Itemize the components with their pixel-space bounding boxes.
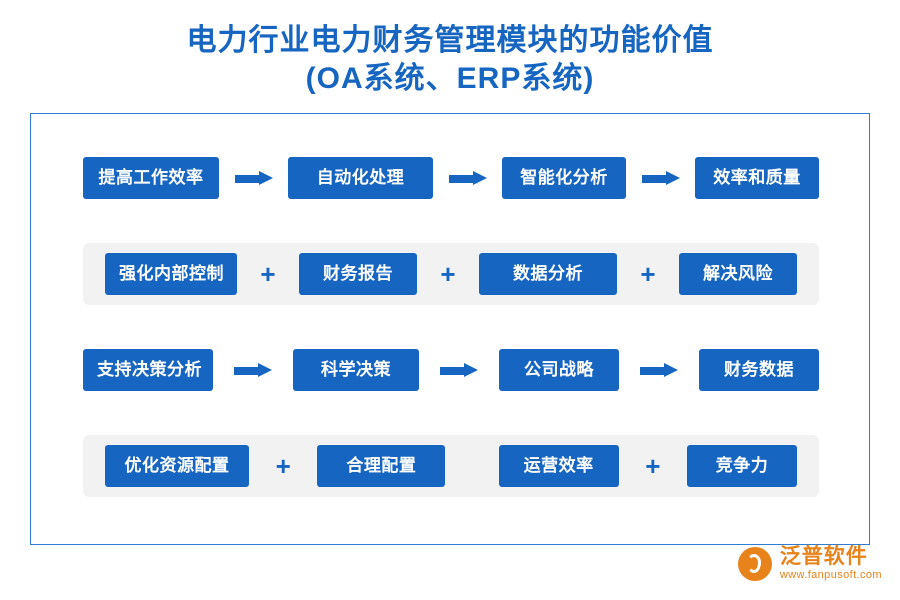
plus-icon: + [645, 451, 661, 481]
node-row2-1[interactable]: 强化内部控制 [105, 253, 237, 295]
title-line-2: (OA系统、ERP系统) [305, 62, 595, 95]
node-row1-3[interactable]: 智能化分析 [502, 157, 626, 199]
plus-icon: + [440, 259, 456, 289]
arrow-right-icon [640, 363, 678, 377]
connector-row4-3: + [619, 453, 687, 479]
connector-row3-1 [213, 363, 293, 377]
plus-icon: + [640, 259, 656, 289]
flame-icon [737, 547, 772, 582]
node-row1-2[interactable]: 自动化处理 [288, 157, 433, 199]
arrow-right-icon [440, 363, 478, 377]
node-row2-3[interactable]: 数据分析 [479, 253, 617, 295]
node-row4-4[interactable]: 竞争力 [686, 445, 797, 487]
diagram-row-1: 提高工作效率 自动化处理 智能化分析 效率和质量 [83, 147, 819, 209]
connector-row2-1: + [237, 261, 299, 287]
logo-url: www.fanpusoft.com [779, 569, 882, 582]
node-row3-4[interactable]: 财务数据 [699, 349, 819, 391]
connector-row4-1: + [249, 453, 317, 479]
node-row2-2[interactable]: 财务报告 [299, 253, 417, 295]
node-row3-1[interactable]: 支持决策分析 [83, 349, 213, 391]
arrow-right-icon [234, 363, 272, 377]
logo-name: 泛普软件 [779, 545, 868, 569]
node-row4-3[interactable]: 运营效率 [498, 445, 619, 487]
diagram-frame: 提高工作效率 自动化处理 智能化分析 效率和质量 强化内部控制 + 财务报告 +… [30, 113, 870, 545]
node-row1-1[interactable]: 提高工作效率 [83, 157, 219, 199]
node-row4-2[interactable]: 合理配置 [317, 445, 446, 487]
node-row2-4[interactable]: 解决风险 [679, 253, 797, 295]
node-row4-1[interactable]: 优化资源配置 [105, 445, 249, 487]
node-row1-4[interactable]: 效率和质量 [695, 157, 819, 199]
connector-row1-3 [626, 171, 695, 185]
diagram-row-2: 强化内部控制 + 财务报告 + 数据分析 + 解决风险 [83, 243, 819, 305]
diagram-row-4: 优化资源配置 + 合理配置 运营效率 + 竞争力 [83, 435, 819, 497]
plus-icon: + [260, 259, 276, 289]
connector-row3-3 [619, 363, 699, 377]
arrow-right-icon [234, 171, 273, 185]
page-title: 电力行业电力财务管理模块的功能价值 (OA系统、ERP系统) [0, 0, 900, 98]
node-row3-3[interactable]: 公司战略 [499, 349, 619, 391]
title-line-1: 电力行业电力财务管理模块的功能价值 [186, 24, 714, 57]
plus-icon: + [275, 451, 291, 481]
brand-logo: 泛普软件 www.fanpusoft.com [737, 546, 882, 582]
logo-text: 泛普软件 www.fanpusoft.com [780, 546, 882, 582]
arrow-right-icon [448, 171, 487, 185]
connector-row3-2 [419, 363, 499, 377]
connector-row1-2 [433, 171, 502, 185]
connector-row2-3: + [617, 261, 679, 287]
diagram-row-3: 支持决策分析 科学决策 公司战略 财务数据 [83, 339, 819, 401]
connector-row2-2: + [417, 261, 479, 287]
arrow-right-icon [641, 171, 680, 185]
connector-row1-1 [219, 171, 288, 185]
node-row3-2[interactable]: 科学决策 [293, 349, 419, 391]
